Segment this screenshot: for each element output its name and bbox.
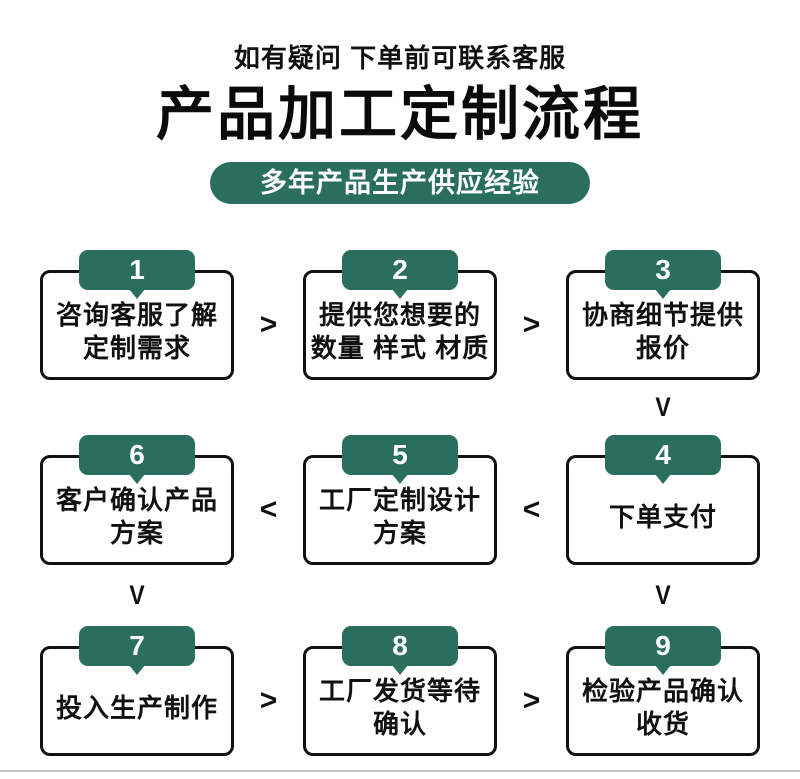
arrow-down-icon: V	[655, 580, 671, 610]
bottom-divider	[0, 770, 800, 772]
step-text-line: 确认	[372, 709, 427, 739]
step-card-8: 8 工厂发货等待 确认	[303, 626, 497, 756]
step-number-badge: 9	[605, 626, 721, 666]
step-text-line: 方案	[109, 518, 164, 548]
page-title: 产品加工定制流程	[155, 82, 644, 147]
step-text-line: 数量 样式 材质	[310, 333, 490, 363]
step-text-line: 检验产品确认	[581, 676, 744, 706]
arrow-right-icon: >	[259, 308, 278, 341]
step-number-badge: 1	[79, 250, 195, 290]
flow-row-2: 6 客户确认产品 方案 < 5 工厂定制设计 方案 <	[40, 435, 760, 565]
step-card-2: 2 提供您想要的 数量 样式 材质	[303, 250, 497, 380]
step-number-badge: 6	[79, 435, 195, 475]
step-card-1: 1 咨询客服了解 定制需求	[40, 250, 234, 380]
arrow-down-icon: V	[655, 392, 671, 422]
step-number-badge: 4	[605, 435, 721, 475]
step-card-9: 9 检验产品确认 收货	[566, 626, 760, 756]
step-card-6: 6 客户确认产品 方案	[40, 435, 234, 565]
step-number-badge: 7	[79, 626, 195, 666]
flow-row-1: 1 咨询客服了解 定制需求 > 2 提供您想要的 数量 样式 材质 >	[40, 250, 760, 380]
step-text-line: 收货	[635, 709, 690, 739]
flow-row-3: 7 投入生产制作 > 8 工厂发货等待 确认 > 9	[40, 626, 760, 756]
step-card-body: 工厂定制设计 方案	[303, 455, 497, 565]
step-card-5: 5 工厂定制设计 方案	[303, 435, 497, 565]
step-number-badge: 8	[342, 626, 458, 666]
step-text-line: 咨询客服了解	[55, 300, 218, 330]
step-text-line: 方案	[372, 518, 427, 548]
step-text-line: 投入生产制作	[55, 692, 218, 723]
step-number: 1	[129, 254, 145, 285]
arrow-right-icon: >	[259, 684, 278, 717]
top-note: 如有疑问 下单前可联系客服	[233, 43, 567, 73]
arrow-down-icon: V	[129, 580, 145, 610]
step-text-line: 工厂发货等待	[318, 676, 481, 706]
step-text-line: 下单支付	[608, 501, 717, 532]
step-number: 9	[655, 630, 671, 661]
step-card-4: 4 下单支付	[566, 435, 760, 565]
step-text-line: 工厂定制设计	[318, 485, 481, 515]
step-number: 3	[655, 254, 671, 285]
connector-slot: V	[40, 580, 234, 611]
step-number: 5	[392, 439, 408, 470]
step-number: 4	[655, 439, 671, 470]
step-text-line: 定制需求	[82, 333, 191, 363]
arrow-right-icon: >	[522, 308, 541, 341]
arrow-left-icon: <	[522, 493, 541, 526]
step-text-line: 协商细节提供	[581, 300, 744, 330]
step-card-7: 7 投入生产制作	[40, 626, 234, 756]
step-text-line: 客户确认产品	[55, 485, 218, 515]
step-card-3: 3 协商细节提供 报价	[566, 250, 760, 380]
connector-slot: V	[566, 392, 760, 423]
arrow-left-icon: <	[259, 493, 278, 526]
step-number-badge: 5	[342, 435, 458, 475]
step-number-badge: 2	[342, 250, 458, 290]
step-card-body: 工厂发货等待 确认	[303, 646, 497, 756]
step-text-line: 报价	[635, 333, 690, 363]
connector-slot: V	[566, 580, 760, 611]
step-number-badge: 3	[605, 250, 721, 290]
step-number: 7	[129, 630, 145, 661]
flow-connector-row: V	[40, 380, 760, 435]
step-number: 6	[129, 439, 145, 470]
flow-connector-row: V V	[40, 565, 760, 626]
step-text-line: 提供您想要的	[318, 300, 481, 330]
step-number: 8	[392, 630, 408, 661]
experience-badge: 多年产品生产供应经验	[210, 162, 590, 204]
flow-diagram: 1 咨询客服了解 定制需求 > 2 提供您想要的 数量 样式 材质 >	[40, 250, 760, 756]
step-number: 2	[392, 254, 408, 285]
arrow-right-icon: >	[522, 684, 541, 717]
